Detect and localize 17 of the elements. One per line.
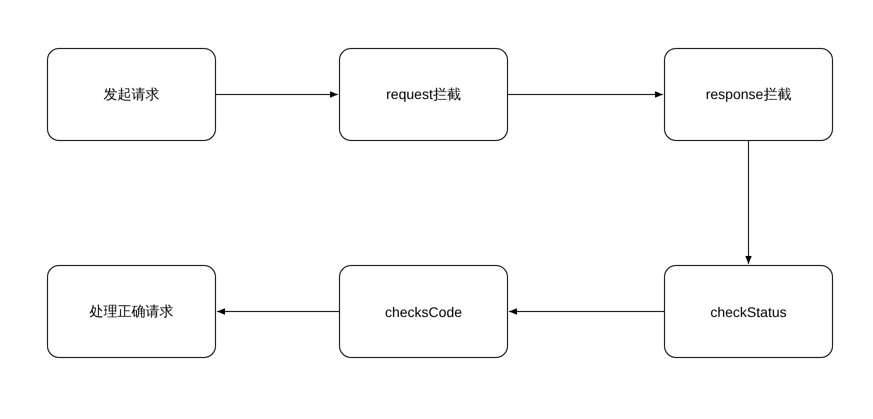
box-label: checkStatus bbox=[710, 304, 787, 320]
process-box bbox=[47, 48, 216, 141]
box-label: 发起请求 bbox=[104, 86, 160, 104]
box-label: response拦截 bbox=[706, 86, 792, 104]
arrow bbox=[508, 308, 664, 315]
arrow bbox=[508, 91, 664, 98]
process-box bbox=[339, 265, 508, 358]
process-box bbox=[47, 265, 216, 358]
process-box bbox=[339, 48, 508, 141]
box-label: 处理正确请求 bbox=[90, 302, 174, 320]
box-label: checksCode bbox=[384, 304, 462, 320]
arrow bbox=[216, 308, 340, 315]
process-box bbox=[664, 48, 833, 141]
arrow bbox=[216, 91, 338, 98]
arrow bbox=[745, 140, 752, 264]
box-label: request拦截 bbox=[386, 86, 461, 104]
process-box bbox=[664, 265, 833, 358]
